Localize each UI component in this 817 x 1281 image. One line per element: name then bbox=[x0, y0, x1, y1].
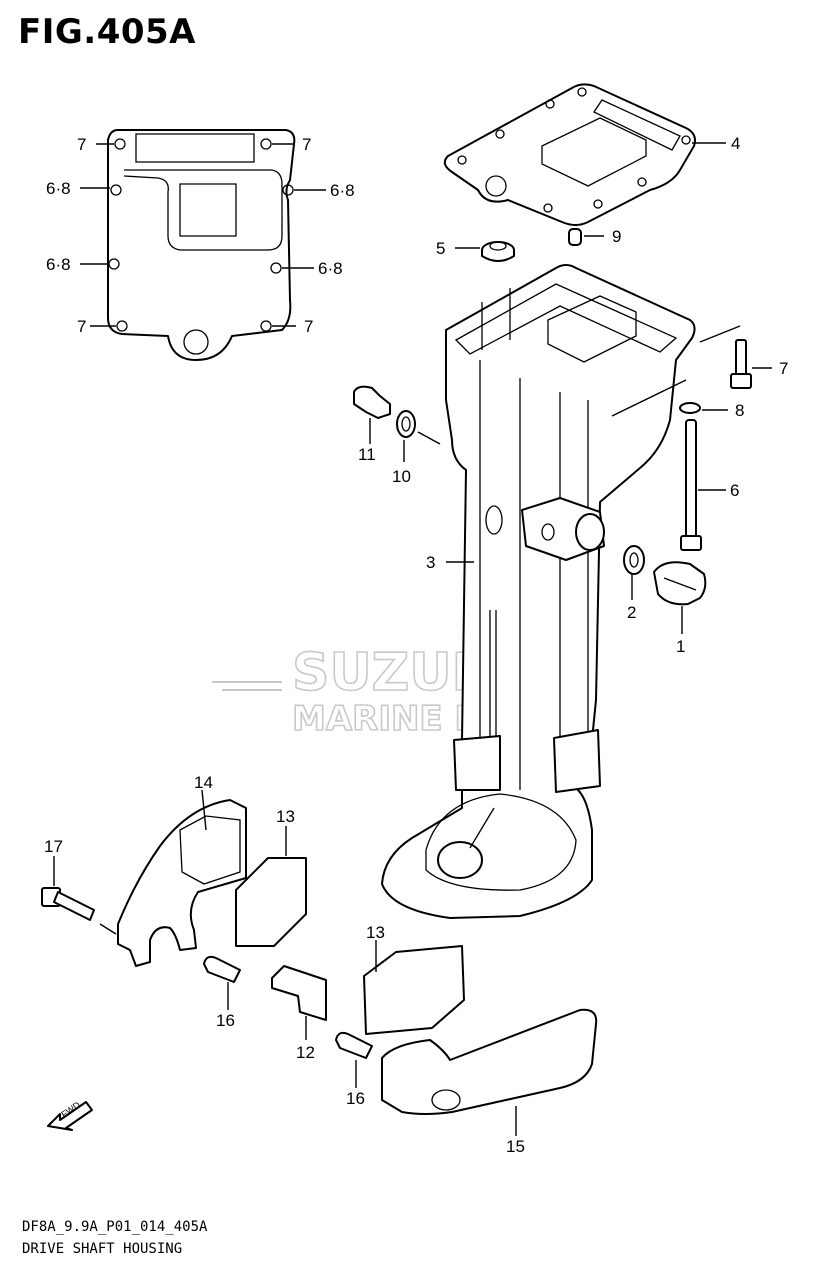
part-9-dowel-pin bbox=[568, 228, 582, 246]
callout-7: 7 bbox=[302, 135, 311, 154]
callout-2: 2 bbox=[627, 603, 636, 622]
part-10-washer bbox=[396, 410, 416, 438]
part-1-drain-plug bbox=[653, 561, 707, 606]
callout-8: 8 bbox=[735, 401, 744, 420]
part-16-pin-lower bbox=[335, 1031, 373, 1059]
callout-6-8: 6·8 bbox=[46, 179, 71, 198]
callout-14: 14 bbox=[194, 773, 213, 792]
callout-3: 3 bbox=[426, 553, 435, 572]
callout-6: 6 bbox=[730, 481, 739, 500]
callout-6-8: 6·8 bbox=[46, 255, 71, 274]
callout-9: 9 bbox=[612, 227, 621, 246]
part-8-washer bbox=[679, 402, 701, 414]
callout-4: 4 bbox=[731, 134, 740, 153]
callout-6-8: 6·8 bbox=[330, 181, 355, 200]
callout-5: 5 bbox=[436, 239, 445, 258]
figure-title: FIG.405A bbox=[18, 12, 196, 52]
part-15-bracket bbox=[381, 1008, 598, 1115]
callout-11: 11 bbox=[358, 445, 376, 464]
part-2-washer bbox=[623, 545, 645, 575]
callout-7: 7 bbox=[304, 317, 313, 336]
callout-labels: 7 7 6·8 6·8 6·8 6·8 7 7 4 5 9 7 8 6 11 1… bbox=[44, 134, 788, 1156]
part-3-drive-shaft-housing bbox=[381, 264, 696, 919]
leader-lines bbox=[53, 142, 772, 1136]
callout-10: 10 bbox=[392, 467, 411, 486]
callout-16: 16 bbox=[216, 1011, 235, 1030]
callout-7: 7 bbox=[779, 359, 788, 378]
callout-13: 13 bbox=[276, 807, 295, 826]
figure-code: DF8A_9.9A_P01_014_405A bbox=[22, 1219, 208, 1235]
part-11-plug bbox=[353, 385, 391, 419]
callout-7: 7 bbox=[77, 135, 86, 154]
callout-1: 1 bbox=[676, 637, 685, 656]
callout-7: 7 bbox=[77, 317, 86, 336]
part-16-pin-upper bbox=[203, 955, 241, 983]
figure-name: DRIVE SHAFT HOUSING bbox=[22, 1241, 183, 1257]
callout-12: 12 bbox=[296, 1043, 315, 1062]
part-12-clip bbox=[271, 965, 327, 1021]
part-13-mount-lower bbox=[363, 945, 465, 1035]
callout-15: 15 bbox=[506, 1137, 525, 1156]
part-7-bolt bbox=[730, 339, 752, 389]
callout-13: 13 bbox=[366, 923, 385, 942]
part-17-bolt bbox=[41, 887, 95, 921]
callout-17: 17 bbox=[44, 837, 63, 856]
upper-gasket-left bbox=[107, 129, 296, 361]
callout-6-8: 6·8 bbox=[318, 259, 343, 278]
fwd-arrow-icon: FWD bbox=[47, 1099, 93, 1131]
upper-gasket-right bbox=[443, 83, 696, 226]
part-6-long-bolt bbox=[680, 419, 702, 551]
callout-16: 16 bbox=[346, 1089, 365, 1108]
part-13-mount-upper bbox=[235, 857, 307, 947]
part-14-bracket bbox=[117, 799, 247, 967]
part-5-grommet bbox=[481, 241, 515, 262]
